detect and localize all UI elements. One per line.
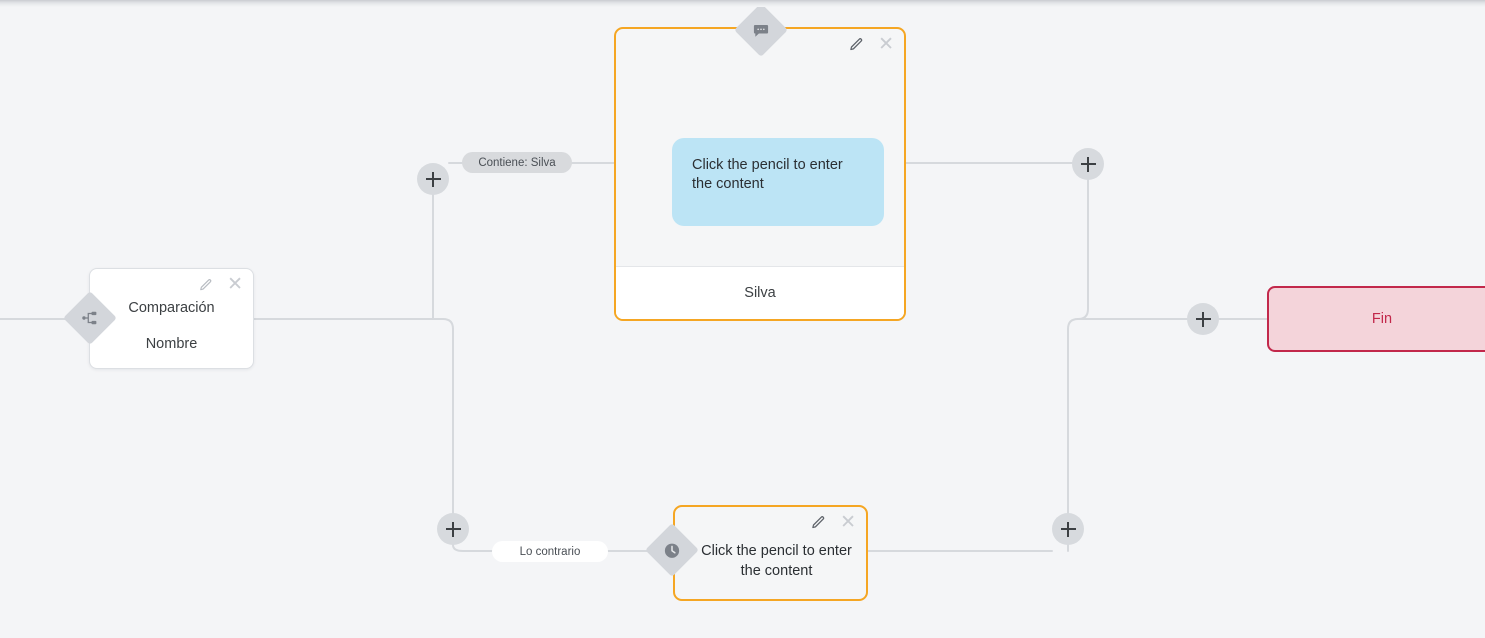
node-delay[interactable]: ✕ Click the pencil to enter the content bbox=[673, 505, 868, 601]
close-icon[interactable]: ✕ bbox=[878, 34, 894, 55]
add-node-button-end-in[interactable] bbox=[1187, 303, 1219, 335]
message-bubble-icon bbox=[734, 3, 788, 57]
node-message[interactable]: ✕ Click the pencil to enter the content … bbox=[614, 27, 906, 321]
pencil-icon[interactable] bbox=[199, 278, 213, 292]
close-icon[interactable]: ✕ bbox=[840, 512, 856, 533]
window-top-shadow bbox=[0, 0, 1485, 7]
add-node-button-true-branch[interactable] bbox=[417, 163, 449, 195]
node-end[interactable]: Fin bbox=[1267, 286, 1485, 352]
pencil-icon[interactable] bbox=[811, 515, 826, 530]
add-node-button-message-out[interactable] bbox=[1072, 148, 1104, 180]
pencil-icon[interactable] bbox=[849, 37, 864, 52]
message-footer: Silva bbox=[616, 266, 904, 319]
clock-icon bbox=[645, 523, 699, 577]
message-card-tools[interactable]: ✕ bbox=[849, 35, 894, 54]
message-bubble[interactable]: Click the pencil to enter the content bbox=[672, 138, 884, 226]
comparison-title: Comparación bbox=[128, 299, 215, 316]
comparison-card[interactable]: ✕ Comparación Nombre bbox=[89, 268, 254, 369]
edge-false-to-label bbox=[452, 544, 493, 552]
message-bubble-glyph bbox=[753, 22, 770, 39]
edge-message-merge bbox=[1077, 179, 1089, 320]
node-comparison[interactable]: ✕ Comparación Nombre bbox=[89, 268, 254, 369]
add-node-button-delay-out[interactable] bbox=[1052, 513, 1084, 545]
branch-split-glyph bbox=[81, 309, 99, 327]
comparison-body: Comparación Nombre bbox=[90, 269, 253, 368]
add-node-button-false-branch[interactable] bbox=[437, 513, 469, 545]
edge-delay-merge bbox=[1067, 318, 1079, 514]
delay-card[interactable]: ✕ Click the pencil to enter the content bbox=[673, 505, 868, 601]
message-body: Click the pencil to enter the content bbox=[616, 29, 904, 266]
end-label: Fin bbox=[1371, 311, 1393, 327]
edge-label-false[interactable]: Lo contrario bbox=[492, 541, 608, 562]
message-card[interactable]: ✕ Click the pencil to enter the content … bbox=[614, 27, 906, 321]
edge-comparison-out bbox=[253, 318, 454, 330]
edge-label-true[interactable]: Contiene: Silva bbox=[462, 152, 572, 173]
comparison-card-tools[interactable]: ✕ bbox=[199, 275, 243, 294]
clock-glyph bbox=[663, 541, 682, 560]
close-icon[interactable]: ✕ bbox=[227, 274, 243, 295]
comparison-subtitle: Nombre bbox=[145, 335, 198, 352]
branch-split-icon bbox=[63, 291, 117, 345]
end-card[interactable]: Fin bbox=[1267, 286, 1485, 352]
delay-card-tools[interactable]: ✕ bbox=[811, 513, 856, 532]
delay-body-text: Click the pencil to enter the content bbox=[701, 543, 852, 579]
